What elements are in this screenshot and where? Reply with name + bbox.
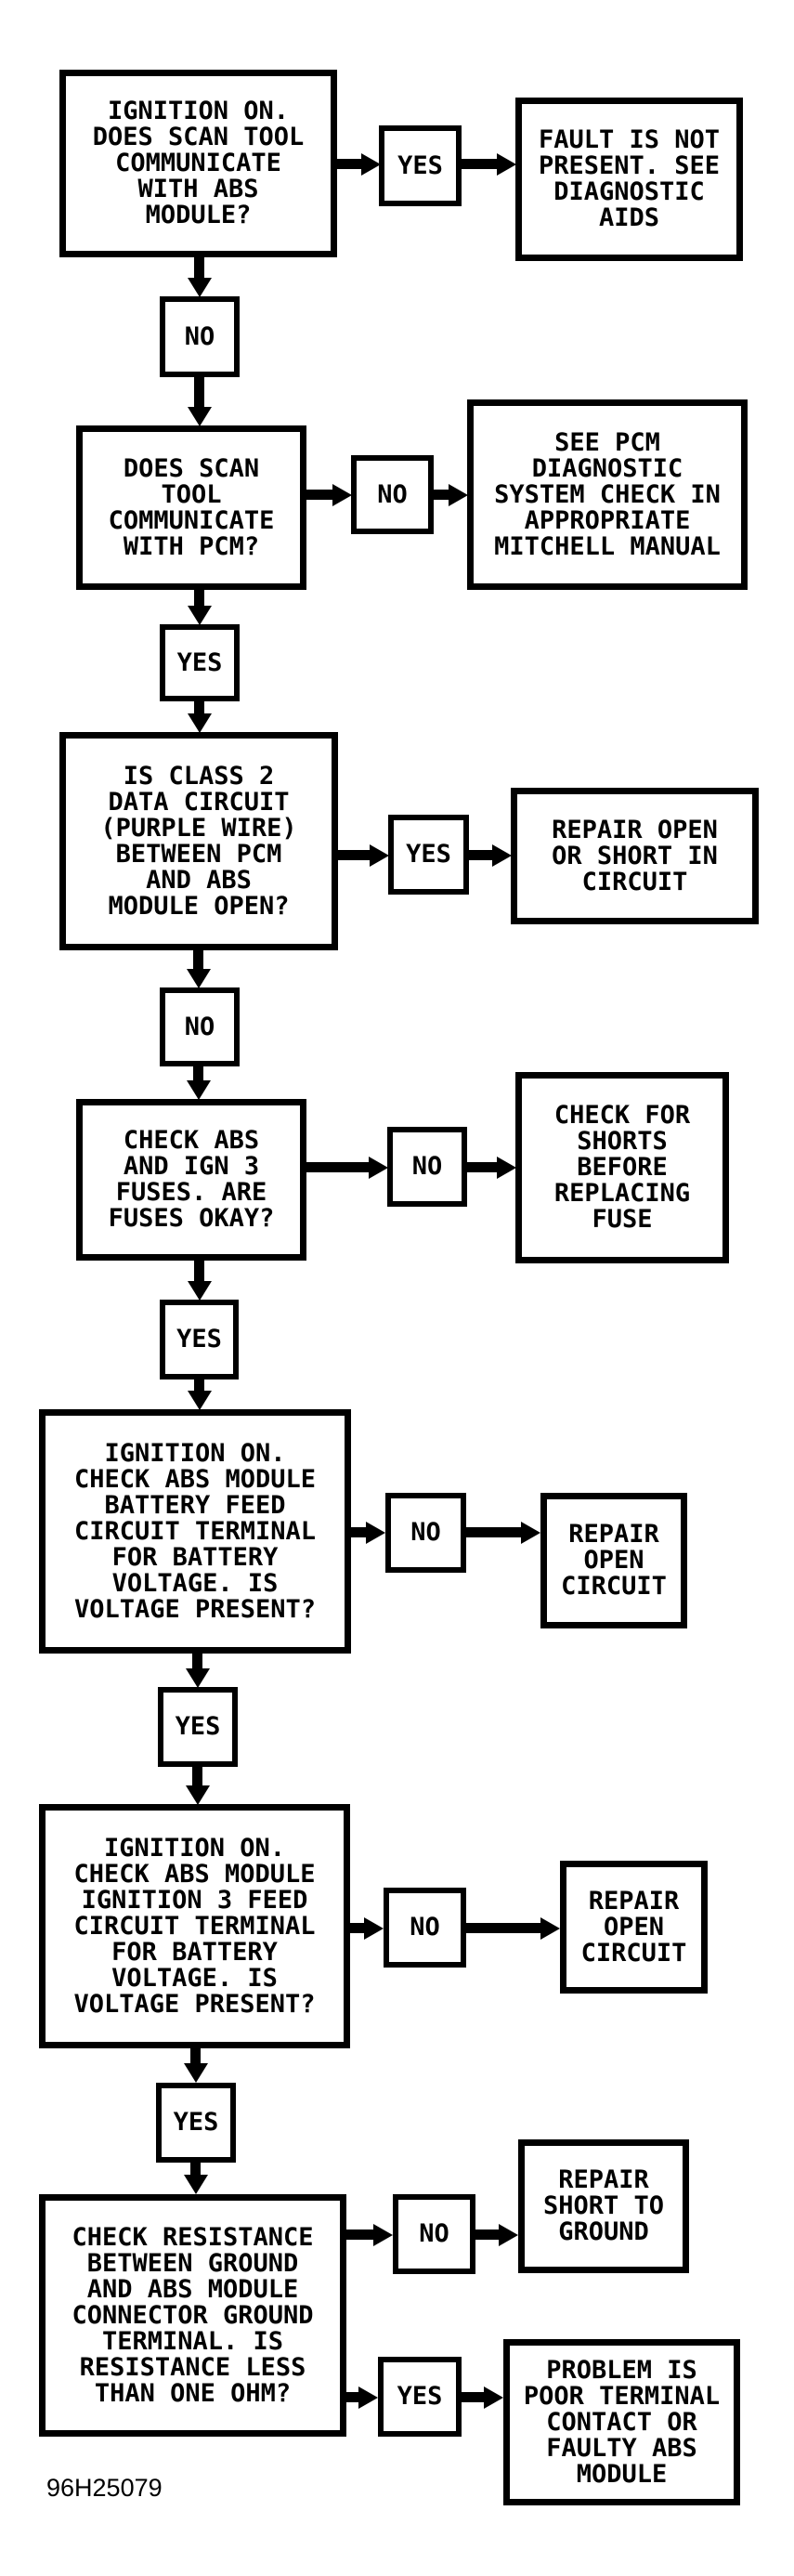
decision-box-fuses: CHECK ABS AND IGN 3 FUSES. ARE FUSES OKA…: [76, 1099, 306, 1261]
decision-box-ground-resistance: CHECK RESISTANCE BETWEEN GROUND AND ABS …: [39, 2194, 346, 2437]
result-box-repair-open-circuit-2: REPAIR OPEN CIRCUIT: [560, 1861, 708, 1994]
result-box-repair-short-to-ground: REPAIR SHORT TO GROUND: [518, 2139, 689, 2273]
arrow-q2-to-yes2: [194, 590, 204, 606]
figure-label: 96H25079: [46, 2474, 163, 2502]
arrow-q1-to-no1: [194, 257, 204, 278]
arrow-no2-to-r2: [434, 490, 449, 500]
connector-yes-1: YES: [379, 125, 462, 206]
decision-box-battery-feed: IGNITION ON. CHECK ABS MODULE BATTERY FE…: [39, 1409, 351, 1654]
arrow-q5-to-no5: [351, 1527, 366, 1537]
result-box-repair-open-circuit-1: REPAIR OPEN CIRCUIT: [540, 1493, 687, 1628]
connector-yes-4: YES: [160, 1300, 239, 1380]
arrow-q3-to-yes3: [338, 850, 370, 860]
connector-no-4: NO: [387, 1127, 467, 1207]
arrow-yes7-to-r8: [462, 2392, 484, 2402]
connector-no-5: NO: [385, 1493, 466, 1573]
arrow-q6-to-no6: [350, 1923, 364, 1933]
decision-box-scan-tool-pcm: DOES SCAN TOOL COMMUNICATE WITH PCM?: [76, 425, 306, 590]
arrow-q4-to-no4: [306, 1162, 369, 1172]
arrow-no7-to-r7: [475, 2229, 499, 2240]
arrow-q1-to-yes1: [337, 159, 361, 169]
arrow-yes3-to-r3: [469, 850, 492, 860]
result-box-fault-not-present: FAULT IS NOT PRESENT. SEE DIAGNOSTIC AID…: [515, 98, 743, 261]
connector-no-1: NO: [160, 296, 240, 377]
arrow-no4-to-r4: [467, 1162, 497, 1172]
result-box-pcm-diagnostic: SEE PCM DIAGNOSTIC SYSTEM CHECK IN APPRO…: [467, 399, 748, 590]
connector-no-3: NO: [160, 987, 240, 1066]
connector-yes-2: YES: [160, 624, 240, 701]
arrow-q3-to-no3: [193, 950, 203, 969]
arrow-no1-to-q2: [194, 377, 204, 407]
connector-no-2: NO: [351, 455, 434, 534]
arrow-q2-to-no2: [306, 490, 332, 500]
arrow-q5-to-yes5: [192, 1654, 202, 1668]
arrow-q6-to-yes6: [190, 2048, 201, 2063]
arrow-yes5-to-q6: [192, 1767, 202, 1785]
result-box-poor-terminal-contact: PROBLEM IS POOR TERMINAL CONTACT OR FAUL…: [503, 2339, 740, 2505]
connector-no-7: NO: [393, 2194, 475, 2274]
arrow-yes1-to-r1: [462, 159, 497, 169]
decision-box-ignition3-feed: IGNITION ON. CHECK ABS MODULE IGNITION 3…: [39, 1804, 350, 2048]
result-box-repair-open-or-short: REPAIR OPEN OR SHORT IN CIRCUIT: [511, 788, 759, 924]
arrow-q7-to-no7: [346, 2229, 373, 2240]
arrow-q7-to-yes7: [346, 2392, 358, 2402]
connector-yes-3: YES: [388, 815, 469, 895]
connector-yes-6: YES: [156, 2083, 236, 2163]
arrow-yes6-to-q7: [190, 2163, 201, 2175]
arrow-no6-to-r6: [466, 1923, 540, 1933]
connector-yes-5: YES: [158, 1687, 238, 1767]
arrow-yes2-to-q3: [194, 701, 204, 713]
arrow-q4-to-yes4: [194, 1261, 204, 1281]
arrow-no5-to-r5: [466, 1527, 521, 1537]
result-box-check-shorts: CHECK FOR SHORTS BEFORE REPLACING FUSE: [515, 1072, 729, 1263]
connector-no-6: NO: [384, 1888, 466, 1968]
arrow-no3-to-q4: [193, 1066, 203, 1080]
connector-yes-7: YES: [378, 2357, 462, 2437]
decision-box-class2-circuit: IS CLASS 2 DATA CIRCUIT (PURPLE WIRE) BE…: [59, 732, 338, 950]
arrow-yes4-to-q5: [194, 1380, 204, 1391]
decision-box-scan-tool-abs: IGNITION ON. DOES SCAN TOOL COMMUNICATE …: [59, 70, 337, 257]
